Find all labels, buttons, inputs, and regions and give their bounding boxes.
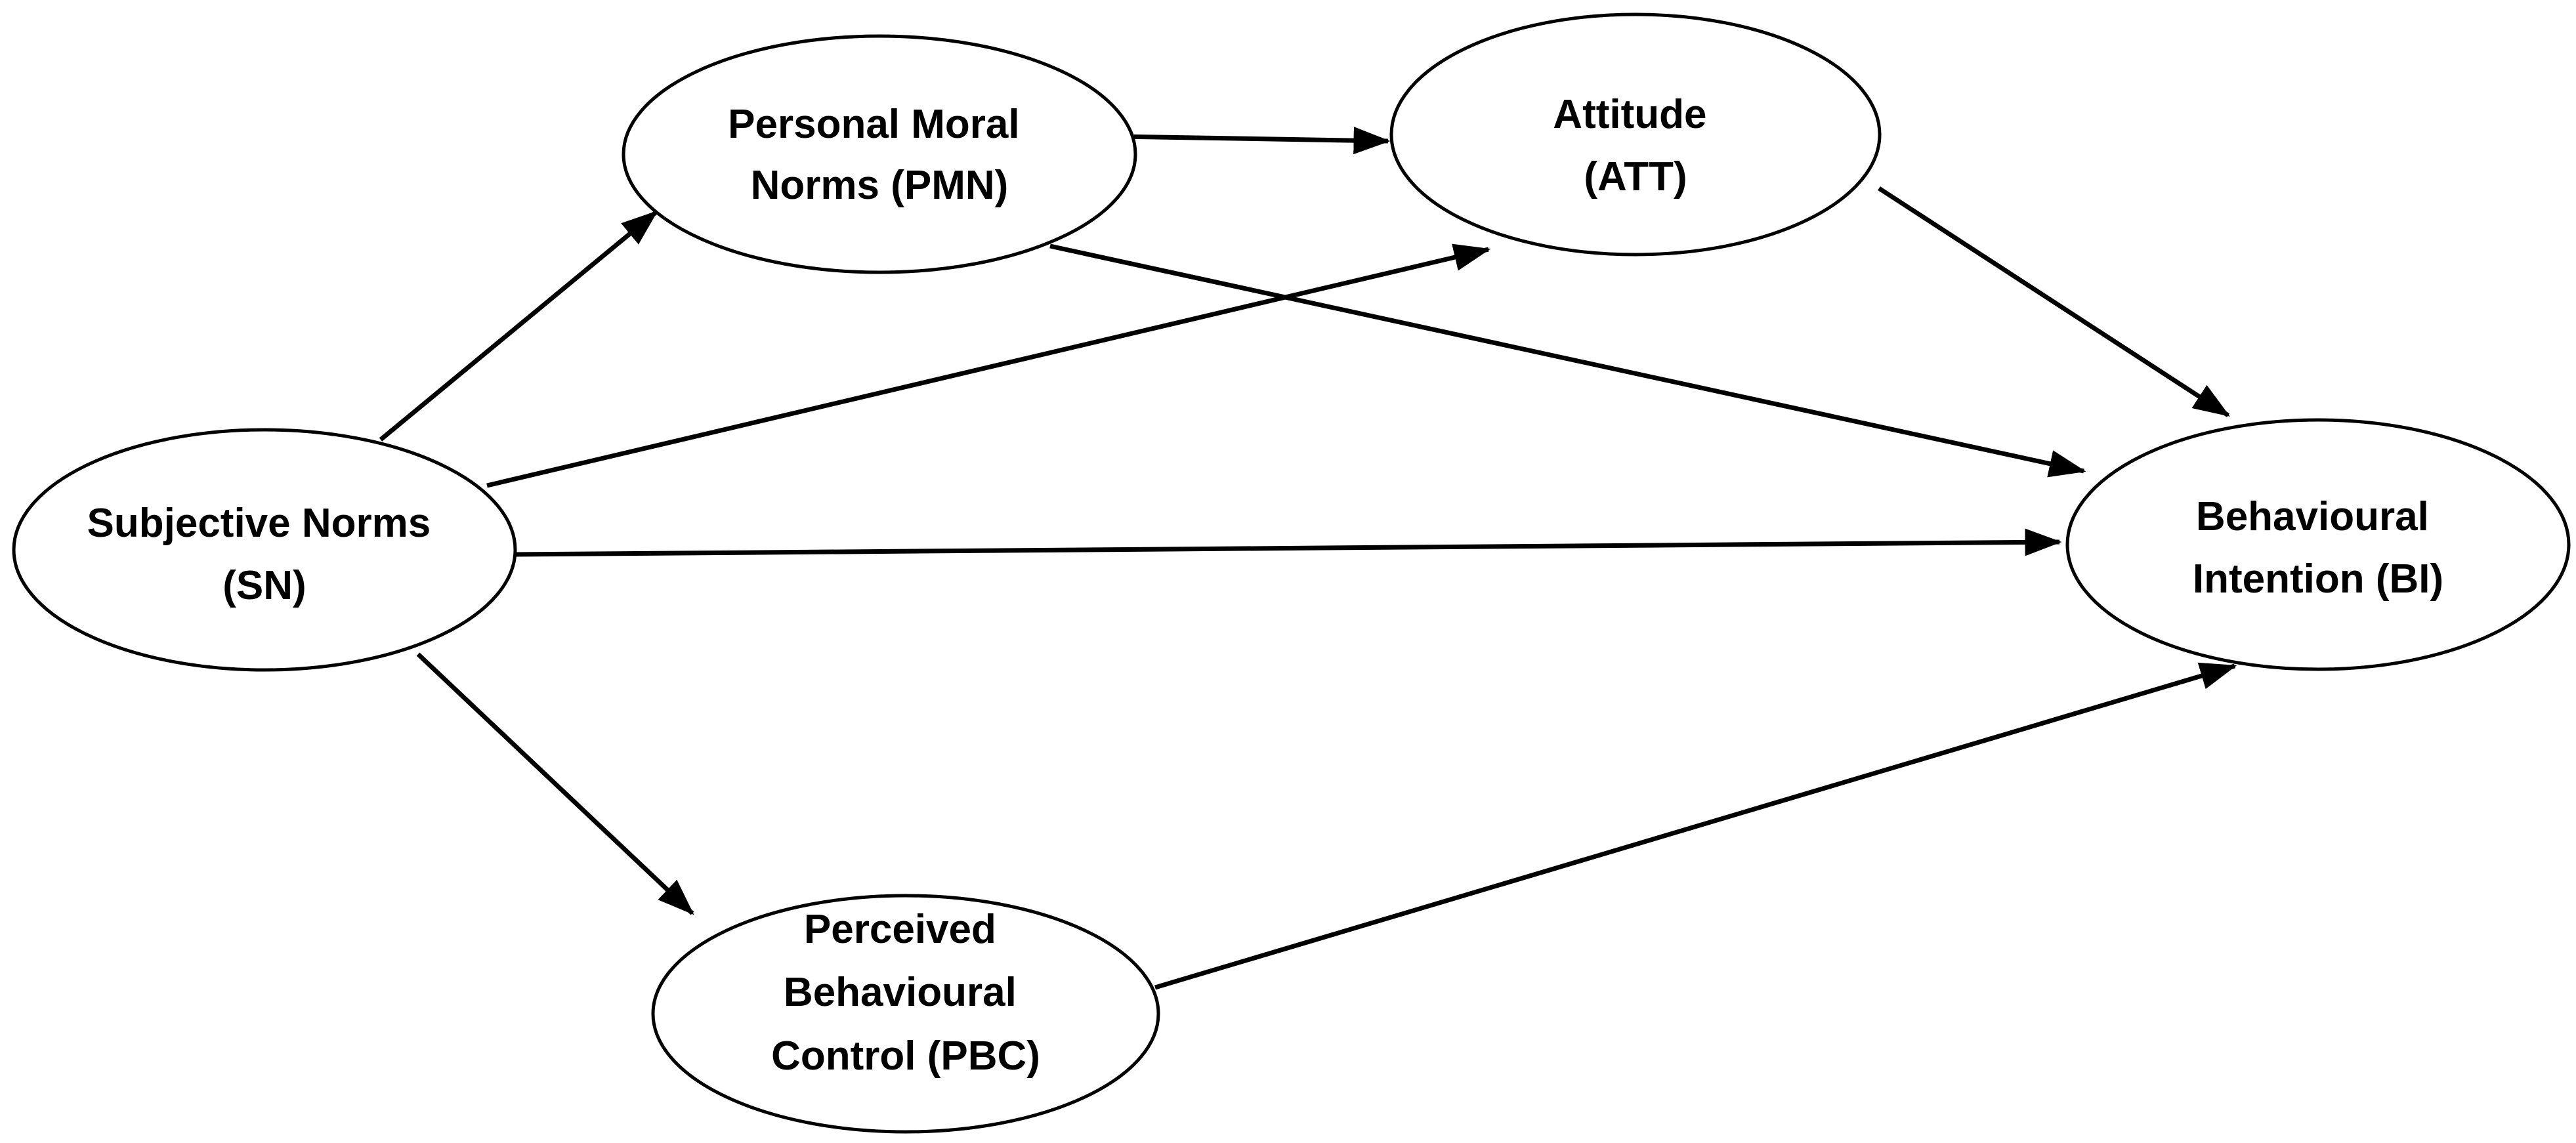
svg-text:Attitude (ATT): Attitude (ATT) (1553, 92, 1718, 199)
node-attitude-ellipse (1389, 12, 1882, 257)
node-perceived-behavioural-control: Perceived Behavioural Control (PBC) (651, 894, 1160, 1134)
node-personal-moral-norms-line-1: Personal Moral (728, 102, 1019, 147)
node-subjective-norms-line-2: (SN) (222, 563, 306, 608)
node-subjective-norms: Subjective Norms (SN) (12, 428, 517, 672)
svg-text:Personal Moral Norms (: Personal Moral Norms (PMN) (728, 102, 1031, 208)
node-behavioural-intention: Behavioural Intention (BI) (2065, 418, 2571, 671)
edge-sn-to-bi (513, 528, 2062, 557)
node-behavioural-intention-line-1: Behavioural (2196, 494, 2429, 539)
nodes: Subjective Norms (SN) Personal Moral Nor… (12, 12, 2571, 1134)
edge-pbc-to-bi (1154, 662, 2237, 990)
node-personal-moral-norms-line-2: Norms (PMN) (751, 163, 1009, 208)
svg-text:Subjective Norms (SN): Subjective Norms (SN) (87, 501, 442, 608)
node-attitude: Attitude (ATT) (1389, 12, 1882, 257)
svg-text:Perceived Behavioural: Perceived Behavioural Control (PBC) (771, 907, 1040, 1079)
node-behavioural-intention-line-2: Intention (BI) (2193, 556, 2443, 602)
node-behavioural-intention-ellipse (2065, 418, 2571, 671)
edge-pmn-to-att (1118, 127, 1391, 155)
node-perceived-behavioural-control-line-1: Perceived (804, 907, 996, 952)
edge-sn-to-pbc (416, 652, 694, 915)
node-attitude-line-1: Attitude (1553, 92, 1706, 137)
node-personal-moral-norms-ellipse (622, 34, 1137, 274)
node-perceived-behavioural-control-line-3: Control (PBC) (771, 1033, 1040, 1079)
edge-pmn-to-bi (1049, 243, 2086, 478)
svg-text:Behavioural Intention: Behavioural Intention (BI) (2193, 494, 2443, 602)
node-subjective-norms-line-1: Subjective Norms (87, 501, 431, 546)
edge-sn-to-att (486, 243, 1491, 488)
edge-att-to-bi (1878, 186, 2230, 417)
node-attitude-line-2: (ATT) (1584, 154, 1687, 199)
edges (379, 127, 2237, 990)
node-perceived-behavioural-control-ellipse (651, 894, 1160, 1134)
node-perceived-behavioural-control-line-2: Behavioural (784, 970, 1017, 1015)
edge-sn-to-pmn (379, 210, 658, 442)
node-personal-moral-norms: Personal Moral Norms (PMN) (622, 34, 1137, 274)
node-subjective-norms-ellipse (12, 428, 517, 672)
